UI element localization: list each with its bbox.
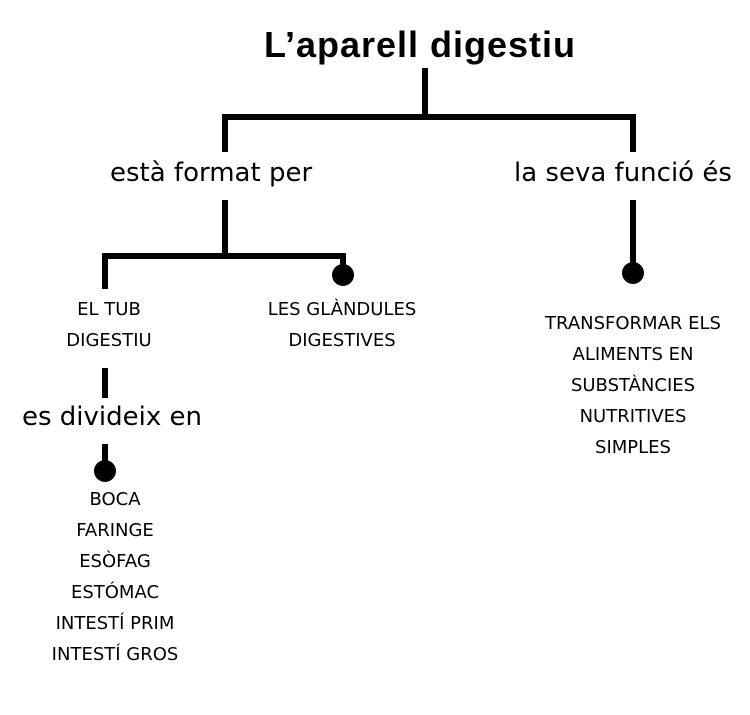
connector-tub-drop — [102, 253, 108, 289]
connector-format-stem — [222, 200, 228, 258]
connector-tub-stem — [102, 368, 108, 398]
connector-top-bar — [222, 114, 636, 120]
node-parts: BOCA FARINGE ESÒFAG ESTÓMAC INTESTÍ PRIM… — [20, 484, 210, 670]
link-label-funcio: la seva funció és — [514, 158, 732, 188]
connector-left-drop — [222, 114, 228, 152]
node-dot-glandules — [332, 264, 354, 286]
node-tub-line: DIGESTIU — [66, 330, 152, 351]
node-funcio-line: SIMPLES — [595, 437, 671, 458]
connector-right-drop — [630, 114, 636, 152]
node-glandules-line: LES GLÀNDULES — [267, 299, 417, 320]
connector-format-bar — [102, 253, 346, 259]
connector-glandules-drop — [340, 253, 346, 269]
connector-title-stem — [422, 68, 428, 118]
node-funcio-line: TRANSFORMAR ELS — [545, 313, 721, 334]
map-title: L’aparell digestiu — [263, 24, 577, 65]
node-parts-line: ESTÓMAC — [70, 582, 160, 603]
link-label-divideix: es divideix en — [22, 402, 202, 432]
node-parts-line: FARINGE — [76, 520, 154, 541]
node-parts-line: INTESTÍ GROS — [51, 644, 179, 665]
node-funcio-line: SUBSTÀNCIES — [570, 375, 696, 396]
node-tub-line: EL TUB — [77, 299, 141, 320]
node-parts-line: INTESTÍ PRIM — [55, 613, 175, 634]
node-parts-line: ESÒFAG — [79, 551, 151, 572]
node-parts-line: BOCA — [89, 489, 141, 510]
node-funcio-line: ALIMENTS EN — [572, 344, 694, 365]
connector-funcio-stem — [630, 200, 636, 268]
node-funcio-line: NUTRITIVES — [579, 406, 687, 427]
node-funcio: TRANSFORMAR ELS ALIMENTS EN SUBSTÀNCIES … — [516, 308, 750, 463]
node-dot-parts — [94, 460, 116, 482]
node-glandules-line: DIGESTIVES — [288, 330, 396, 351]
link-label-format: està format per — [110, 158, 313, 188]
node-glandules-digestives: LES GLÀNDULES DIGESTIVES — [232, 294, 452, 356]
node-tub-digestiu: EL TUB DIGESTIU — [34, 294, 184, 356]
connector-divideix-stem — [102, 444, 108, 464]
node-dot-funcio — [622, 262, 644, 284]
